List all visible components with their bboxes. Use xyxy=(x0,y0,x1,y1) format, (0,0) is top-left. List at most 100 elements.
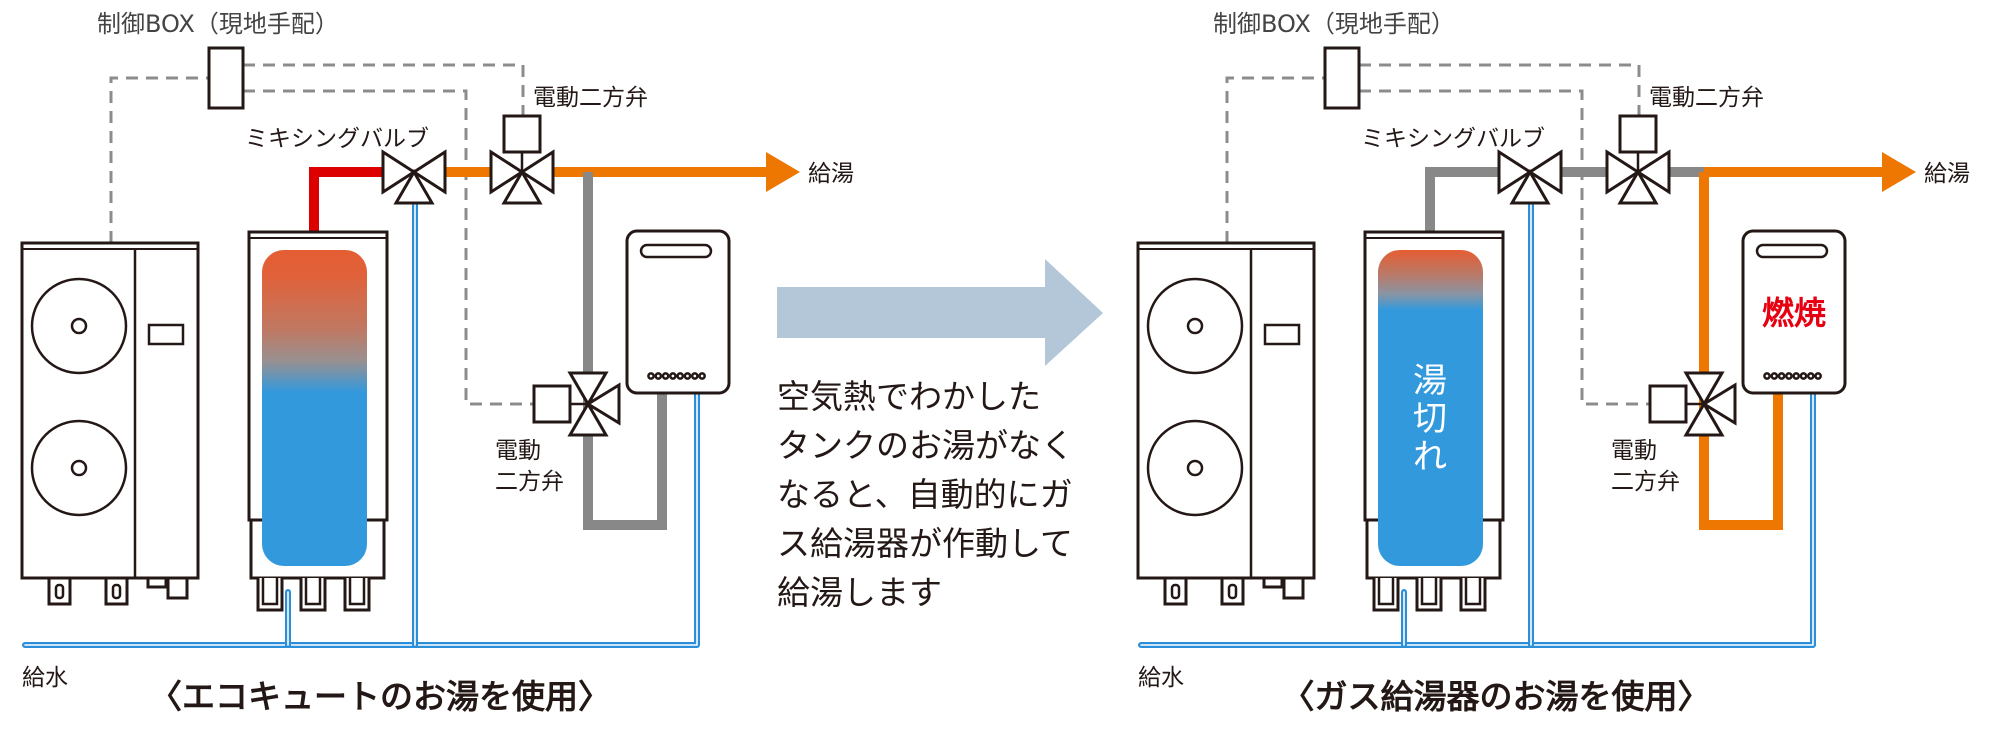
motor-valve-side-label: 二方弁 xyxy=(1611,469,1680,495)
tank-water-level xyxy=(1378,250,1483,566)
transition-description: 空気熱でわかした タンクのお湯がなく なると、自動的にガ ス給湯器が作動して 給… xyxy=(777,377,1074,612)
fan-hub xyxy=(70,459,88,477)
panel-caption: 〈ガス給湯器のお湯を使用〉 xyxy=(1282,677,1711,716)
water-supply-pipe-inner xyxy=(24,392,698,646)
control-wire xyxy=(1225,76,1325,243)
valve-body-bottom xyxy=(501,169,543,205)
heater-indicator-dot xyxy=(1806,372,1815,380)
description-line: タンクのお湯がなく xyxy=(777,426,1074,465)
fan-icon xyxy=(1146,419,1244,517)
hot-water-out-label: 給湯 xyxy=(808,161,854,187)
unit-foot-hole xyxy=(54,583,65,600)
motor-valve-top-label: 電動二方弁 xyxy=(1649,85,1764,111)
storage-tank: 湯切れ xyxy=(1363,230,1505,612)
valve-body-bottom xyxy=(567,401,609,437)
valve-body-bottom xyxy=(1617,169,1659,205)
valve-actuator xyxy=(532,384,572,424)
pipe-port xyxy=(166,576,189,600)
heater-indicator-dot xyxy=(683,372,692,380)
heater-indicator-dot xyxy=(698,372,706,380)
tank-outlet-pipe xyxy=(1425,167,1499,232)
heater-indicator-dot xyxy=(661,372,670,380)
motorized-valve-top xyxy=(1605,114,1671,205)
tank-pipe-port-inner xyxy=(1377,578,1395,606)
tank-pipe-port-inner xyxy=(348,578,366,606)
control-box-label: 制御BOX（現地手配） xyxy=(97,10,339,38)
control-box xyxy=(207,46,245,110)
heat-pump-unit xyxy=(1136,241,1316,606)
description-line: ス給湯器が作動して xyxy=(777,524,1073,563)
valve-body-bottom xyxy=(1683,401,1725,437)
mixing-valve xyxy=(381,149,447,205)
valve-body-right xyxy=(1527,149,1563,195)
unit-foot-hole xyxy=(1170,583,1181,600)
valve-body-left xyxy=(381,149,417,195)
control-wire xyxy=(1359,89,1650,406)
valve-body-right xyxy=(519,149,555,195)
heater-indicator-dot xyxy=(654,372,663,380)
unit-foot-hole xyxy=(1227,583,1238,600)
tank-status-label: れ xyxy=(1413,437,1447,477)
panel-caption: 〈エコキュートのお湯を使用〉 xyxy=(149,677,611,716)
heater-casing xyxy=(625,229,731,395)
motor-valve-side-label: 二方弁 xyxy=(495,469,564,495)
tank-status-label: 切 xyxy=(1413,399,1447,439)
control-panel-window xyxy=(1263,323,1301,346)
valve-body-bottom xyxy=(393,169,435,205)
heater-indicator-dot xyxy=(1792,372,1801,380)
valve-body-right xyxy=(1635,149,1671,195)
motorized-valve-side xyxy=(1648,371,1737,437)
pipe-port xyxy=(1262,576,1284,589)
description-line: 空気熱でわかした xyxy=(777,377,1041,416)
tank-status-label: 湯 xyxy=(1413,361,1447,401)
heater-exhaust-slot xyxy=(1755,243,1829,259)
gas-water-heater xyxy=(625,229,731,395)
mixing-valve xyxy=(1497,149,1563,205)
heater-indicator-dot xyxy=(676,372,685,380)
transition-arrow xyxy=(777,259,1103,366)
hot-water-out-arrow xyxy=(766,152,800,192)
description-line: なると、自動的にガ xyxy=(777,475,1073,514)
tank-water-level xyxy=(262,250,367,566)
gas-heater-loop-pipe xyxy=(1699,172,1783,530)
mixing-valve-label: ミキシングバルブ xyxy=(245,126,429,152)
unit-foot-hole xyxy=(111,583,122,600)
heater-indicator-dot xyxy=(1770,372,1779,380)
heater-indicator-dot xyxy=(1763,372,1771,380)
tank-pipe-port-inner xyxy=(1464,578,1482,606)
tank-pipe-port-inner xyxy=(1420,578,1438,606)
heat-pump-unit xyxy=(20,241,200,606)
fan-icon xyxy=(1146,277,1244,375)
motor-valve-side-label: 電動 xyxy=(1611,438,1657,464)
valve-body-left xyxy=(489,149,525,195)
valve-actuator xyxy=(502,114,542,154)
control-panel-window xyxy=(147,323,185,346)
heater-indicator-dot xyxy=(1785,372,1793,380)
heater-indicator-dot xyxy=(1799,372,1808,380)
control-box-label: 制御BOX（現地手配） xyxy=(1213,10,1455,38)
fan-icon xyxy=(30,419,128,517)
panel-gas-heater: 制御BOX（現地手配）給水給湯湯切れミキシングバルブ電動二方弁電動二方弁燃焼〈ガ… xyxy=(1136,10,1970,716)
tank-pipe-port-inner xyxy=(261,578,279,606)
control-wire xyxy=(1359,63,1641,118)
fan-hub xyxy=(1186,317,1204,335)
fan-hub xyxy=(70,317,88,335)
valve-body-right xyxy=(585,382,621,426)
valve-body-bottom xyxy=(1509,169,1551,205)
motor-valve-side-label: 電動 xyxy=(495,438,541,464)
hot-water-out-label: 給湯 xyxy=(1924,161,1970,187)
valve-body-right xyxy=(411,149,447,195)
tank-outlet-pipe xyxy=(309,167,383,232)
heater-indicator-dot xyxy=(690,372,699,380)
description-line: 給湯します xyxy=(777,573,942,612)
unit-foot xyxy=(1220,576,1245,606)
heater-indicator-dot xyxy=(1814,372,1822,380)
motorized-valve-top xyxy=(489,114,555,205)
water-in-label: 給水 xyxy=(22,665,68,691)
heater-casing xyxy=(1741,229,1847,395)
valve-body-left xyxy=(1605,149,1641,195)
valve-actuator xyxy=(1648,384,1688,424)
control-wire xyxy=(243,63,525,118)
control-wire xyxy=(243,89,534,406)
